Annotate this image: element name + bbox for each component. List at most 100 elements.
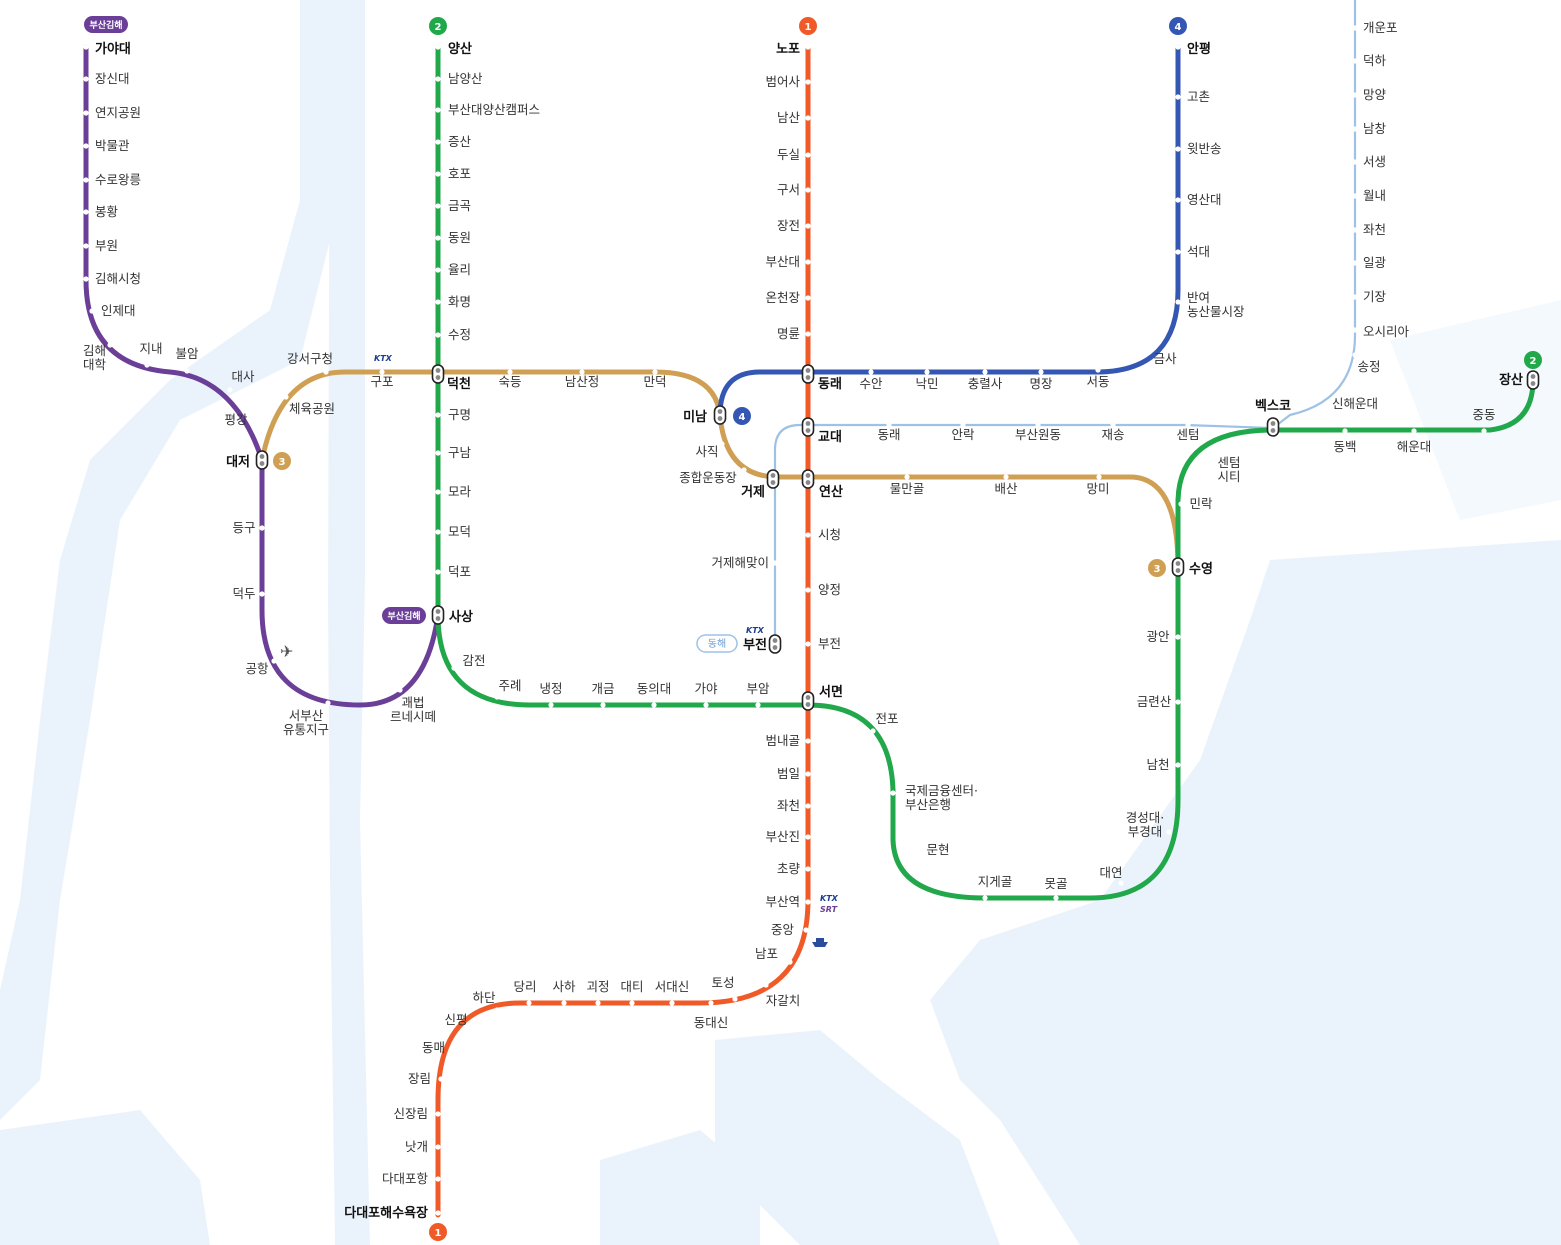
station-dot[interactable] bbox=[870, 728, 876, 734]
station-dot[interactable] bbox=[805, 115, 811, 121]
station-dot[interactable] bbox=[1175, 249, 1181, 255]
station-dot[interactable] bbox=[526, 1000, 532, 1006]
line-4-badge-minam[interactable]: 4 bbox=[733, 407, 751, 425]
station-dot[interactable] bbox=[435, 267, 441, 273]
line-3-badge-east[interactable]: 3 bbox=[1148, 559, 1166, 577]
station-dot[interactable] bbox=[805, 295, 811, 301]
station-dot[interactable] bbox=[1175, 94, 1181, 100]
station-dot[interactable] bbox=[805, 259, 811, 265]
station-dot[interactable] bbox=[435, 569, 441, 575]
station-dot[interactable] bbox=[763, 982, 769, 988]
station-dot[interactable] bbox=[1352, 387, 1358, 393]
station-dot[interactable] bbox=[741, 467, 747, 473]
station-dot[interactable] bbox=[805, 771, 811, 777]
station-dot[interactable] bbox=[1352, 58, 1358, 64]
station-dot[interactable] bbox=[629, 1000, 635, 1006]
station-dot[interactable] bbox=[886, 422, 892, 428]
station-dot[interactable] bbox=[89, 308, 95, 314]
station-dot[interactable] bbox=[1342, 428, 1348, 434]
station-dot[interactable] bbox=[435, 203, 441, 209]
station-dot[interactable] bbox=[435, 139, 441, 145]
station-dot[interactable] bbox=[259, 525, 265, 531]
station-dot[interactable] bbox=[435, 1144, 441, 1150]
station-dot[interactable] bbox=[1175, 146, 1181, 152]
station-dot[interactable] bbox=[805, 834, 811, 840]
station-dot[interactable] bbox=[772, 560, 778, 566]
station-dot[interactable] bbox=[1352, 352, 1358, 358]
station-dot[interactable] bbox=[107, 342, 113, 348]
station-dot[interactable] bbox=[1481, 428, 1487, 434]
station-dot[interactable] bbox=[83, 76, 89, 82]
station-dot[interactable] bbox=[805, 866, 811, 872]
interchange-station[interactable] bbox=[801, 364, 815, 384]
station-dot[interactable] bbox=[1175, 44, 1181, 50]
interchange-station[interactable] bbox=[801, 469, 815, 489]
station-dot[interactable] bbox=[904, 474, 910, 480]
line-4-badge-top[interactable]: 4 bbox=[1169, 17, 1187, 35]
gimhae-badge-sasang[interactable]: 부산김해 bbox=[382, 607, 426, 624]
station-dot[interactable] bbox=[144, 362, 150, 368]
line-1-badge-top[interactable]: 1 bbox=[799, 17, 817, 35]
station-dot[interactable] bbox=[435, 1111, 441, 1117]
station-dot[interactable] bbox=[982, 895, 988, 901]
station-dot[interactable] bbox=[787, 959, 793, 965]
station-dot[interactable] bbox=[271, 658, 277, 664]
station-dot[interactable] bbox=[803, 927, 809, 933]
station-dot[interactable] bbox=[325, 700, 331, 706]
station-dot[interactable] bbox=[1352, 92, 1358, 98]
station-dot[interactable] bbox=[1095, 367, 1101, 373]
station-dot[interactable] bbox=[1185, 422, 1191, 428]
station-dot[interactable] bbox=[1166, 829, 1172, 835]
station-dot[interactable] bbox=[600, 702, 606, 708]
station-dot[interactable] bbox=[435, 489, 441, 495]
station-dot[interactable] bbox=[452, 1049, 458, 1055]
station-dot[interactable] bbox=[83, 110, 89, 116]
station-dot[interactable] bbox=[805, 223, 811, 229]
station-dot[interactable] bbox=[960, 422, 966, 428]
station-dot[interactable] bbox=[379, 369, 385, 375]
station-dot[interactable] bbox=[1175, 699, 1181, 705]
station-dot[interactable] bbox=[708, 1000, 714, 1006]
station-dot[interactable] bbox=[494, 694, 500, 700]
station-dot[interactable] bbox=[435, 450, 441, 456]
station-dot[interactable] bbox=[435, 412, 441, 418]
station-dot[interactable] bbox=[259, 591, 265, 597]
station-dot[interactable] bbox=[805, 803, 811, 809]
station-dot[interactable] bbox=[805, 641, 811, 647]
station-dot[interactable] bbox=[1110, 422, 1116, 428]
station-dot[interactable] bbox=[435, 529, 441, 535]
station-dot[interactable] bbox=[561, 1000, 567, 1006]
station-dot[interactable] bbox=[1144, 346, 1150, 352]
station-dot[interactable] bbox=[227, 387, 233, 393]
interchange-station[interactable] bbox=[1171, 557, 1185, 577]
interchange-station[interactable] bbox=[1266, 417, 1280, 437]
station-dot[interactable] bbox=[805, 331, 811, 337]
station-dot[interactable] bbox=[83, 209, 89, 215]
station-dot[interactable] bbox=[467, 1023, 473, 1029]
gimhae-badge-top[interactable]: 부산김해 bbox=[84, 16, 128, 33]
station-dot[interactable] bbox=[652, 369, 658, 375]
station-dot[interactable] bbox=[1038, 369, 1044, 375]
station-dot[interactable] bbox=[982, 369, 988, 375]
station-dot[interactable] bbox=[435, 332, 441, 338]
station-dot[interactable] bbox=[755, 702, 761, 708]
station-dot[interactable] bbox=[435, 76, 441, 82]
station-dot[interactable] bbox=[1003, 474, 1009, 480]
station-dot[interactable] bbox=[1175, 634, 1181, 640]
line-1-badge-bottom[interactable]: 1 bbox=[429, 1223, 447, 1241]
interchange-station[interactable] bbox=[431, 364, 445, 384]
station-dot[interactable] bbox=[435, 299, 441, 305]
station-dot[interactable] bbox=[805, 899, 811, 905]
station-dot[interactable] bbox=[435, 44, 441, 50]
station-dot[interactable] bbox=[805, 152, 811, 158]
station-dot[interactable] bbox=[435, 235, 441, 241]
station-dot[interactable] bbox=[595, 1000, 601, 1006]
station-dot[interactable] bbox=[435, 107, 441, 113]
donghae-badge[interactable]: 동해 bbox=[696, 634, 738, 653]
station-dot[interactable] bbox=[83, 143, 89, 149]
interchange-station[interactable] bbox=[713, 405, 727, 425]
line-3-badge-west[interactable]: 3 bbox=[273, 452, 291, 470]
station-dot[interactable] bbox=[805, 532, 811, 538]
station-dot[interactable] bbox=[924, 369, 930, 375]
station-dot[interactable] bbox=[1352, 25, 1358, 31]
